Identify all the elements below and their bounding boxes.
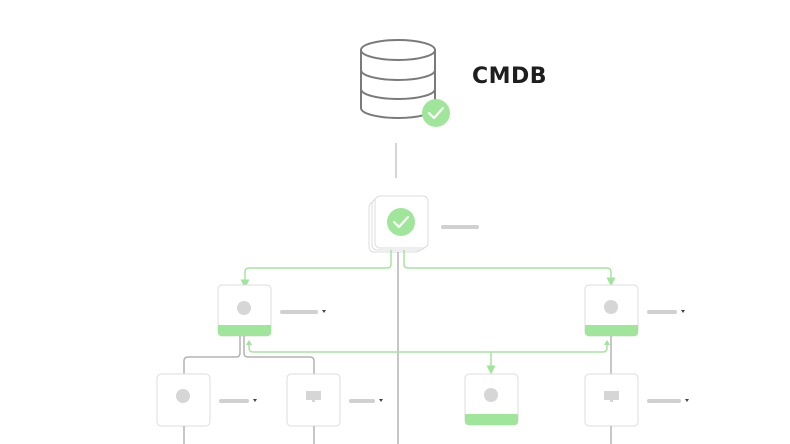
label-placeholder xyxy=(349,399,375,403)
tier2-node-c[interactable] xyxy=(464,373,519,426)
root-label-placeholder xyxy=(441,225,479,229)
root-node[interactable] xyxy=(368,195,429,253)
link-root-left xyxy=(240,250,392,289)
tier2-node-b[interactable] xyxy=(286,373,341,427)
link-root-right xyxy=(403,250,616,287)
dropdown-caret-icon[interactable] xyxy=(681,310,685,313)
dropdown-caret-icon[interactable] xyxy=(322,310,326,313)
dropdown-caret-icon[interactable] xyxy=(685,399,689,402)
dropdown-caret-icon[interactable] xyxy=(379,399,383,402)
monitor-icon xyxy=(306,391,321,402)
label-placeholder xyxy=(219,399,249,403)
check-circle-icon xyxy=(387,208,415,236)
label-placeholder xyxy=(647,310,677,314)
link-tier1-cross xyxy=(248,342,608,353)
link-left-b xyxy=(243,336,315,374)
arrow-head xyxy=(604,340,610,345)
page-title: CMDB xyxy=(472,64,548,89)
link-left-a xyxy=(183,336,241,374)
tier2-node-a[interactable] xyxy=(156,373,211,427)
circle-icon xyxy=(176,389,190,403)
circle-icon xyxy=(237,301,251,315)
arrow-head xyxy=(246,340,252,345)
monitor-icon xyxy=(604,391,619,402)
tier1-node-right[interactable] xyxy=(584,284,639,337)
tier2-node-d[interactable] xyxy=(584,373,639,427)
tier1-node-left[interactable] xyxy=(217,284,272,337)
circle-icon xyxy=(604,300,618,314)
label-placeholder xyxy=(647,399,681,403)
verified-check-icon xyxy=(422,99,450,127)
circle-icon xyxy=(484,388,498,402)
dropdown-caret-icon[interactable] xyxy=(253,399,257,402)
label-placeholder xyxy=(280,310,318,314)
